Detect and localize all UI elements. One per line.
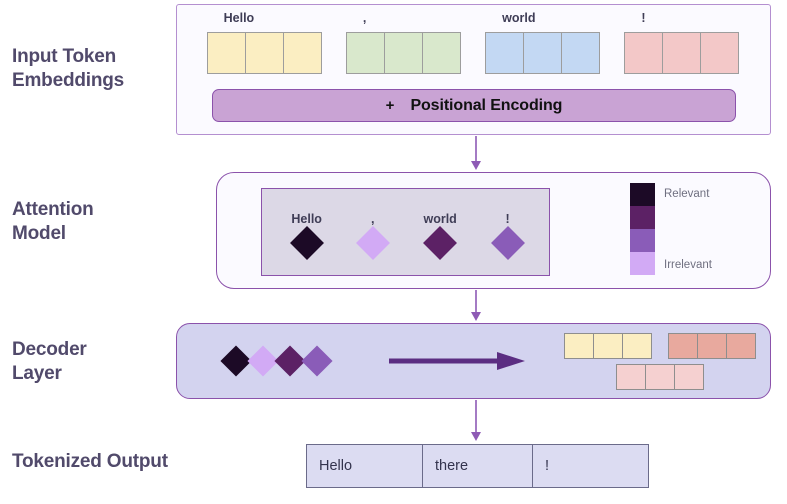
decoder-diamond-row xyxy=(220,345,333,377)
row-label-decoder-layer: Decoder Layer xyxy=(12,338,172,386)
decoder-output-cell xyxy=(564,333,594,359)
input-embedding-cells xyxy=(624,32,740,74)
legend-swatch xyxy=(630,229,655,252)
legend-label-irrelevant: Irrelevant xyxy=(664,259,712,271)
connector-arrow-decoder-to-output xyxy=(471,400,481,441)
decoder-layer-panel xyxy=(176,323,771,399)
input-token-group: , xyxy=(345,11,461,74)
attention-token-box: Hello , world ! xyxy=(261,188,550,276)
legend-swatch-column xyxy=(630,183,655,281)
embedding-cell xyxy=(485,32,525,74)
decoder-right-arrow-icon xyxy=(389,352,525,370)
embedding-cell xyxy=(662,32,702,74)
embedding-cell xyxy=(700,32,740,74)
attention-diamond-icon xyxy=(423,225,458,260)
attention-model-panel: Hello , world ! Relevant xyxy=(216,172,771,289)
input-token-group: Hello xyxy=(206,11,322,74)
decoder-diamond-icon xyxy=(301,345,333,377)
row-label-input-line2: Embeddings xyxy=(12,69,125,91)
positional-encoding-label: Positional Encoding xyxy=(410,96,563,114)
decoder-output-cell xyxy=(726,333,756,359)
decoder-output-cell xyxy=(622,333,652,359)
decoder-output-block xyxy=(616,364,704,390)
output-token-cell: ! xyxy=(545,458,550,474)
decoder-output-block xyxy=(564,333,652,359)
legend-label-relevant: Relevant xyxy=(664,188,710,200)
plus-icon: + xyxy=(385,97,395,114)
row-label-input-line1: Input Token xyxy=(12,46,117,67)
embedding-cell xyxy=(345,32,385,74)
tokenized-output-table: Hello there ! xyxy=(306,444,649,488)
decoder-output-cell xyxy=(616,364,646,390)
input-embedding-cells xyxy=(345,32,461,74)
decoder-output-cell xyxy=(593,333,623,359)
input-token-row: Hello , world ! xyxy=(177,11,770,83)
row-label-attention-model: Attention Model xyxy=(12,198,172,246)
legend-swatch xyxy=(630,252,655,275)
input-embedding-cells xyxy=(485,32,601,74)
attention-token: , xyxy=(355,211,390,260)
decoder-output-blocks xyxy=(559,331,765,393)
legend-swatch xyxy=(630,206,655,229)
attention-token-word: , xyxy=(370,211,375,226)
row-label-tokenized-output: Tokenized Output xyxy=(12,451,168,472)
input-token-word: ! xyxy=(641,11,646,25)
row-label-input-token-embeddings: Input Token Embeddings xyxy=(12,45,172,93)
output-token-cell: Hello xyxy=(307,445,423,487)
embedding-cell xyxy=(244,32,284,74)
input-token-embeddings-panel: Hello , world ! xyxy=(176,4,771,135)
attention-token-row: Hello , world ! xyxy=(262,189,549,275)
decoder-output-cell xyxy=(668,333,698,359)
connector-arrow-attention-to-decoder xyxy=(471,290,481,321)
decoder-output-cell xyxy=(645,364,675,390)
row-label-decoder-line1: Decoder xyxy=(12,339,87,360)
attention-token: ! xyxy=(490,211,525,260)
legend-swatch xyxy=(630,183,655,206)
input-token-word: Hello xyxy=(223,11,255,25)
legend-label-column: Relevant Irrelevant xyxy=(664,183,744,275)
output-token-cell: there xyxy=(423,445,533,487)
embedding-cell xyxy=(421,32,461,74)
attention-diamond-icon xyxy=(490,225,525,260)
attention-relevance-legend: Relevant Irrelevant xyxy=(630,183,744,281)
attention-diamond-icon xyxy=(289,225,324,260)
embedding-cell xyxy=(624,32,664,74)
embedding-cell xyxy=(282,32,322,74)
input-token-word: world xyxy=(502,11,536,25)
row-label-attention-line1: Attention xyxy=(12,199,94,220)
embedding-cell xyxy=(561,32,601,74)
input-embedding-cells xyxy=(206,32,322,74)
attention-token-word: ! xyxy=(505,211,510,226)
embedding-cell xyxy=(383,32,423,74)
input-token-word: , xyxy=(362,11,367,25)
positional-encoding-bar: + Positional Encoding xyxy=(212,89,736,122)
row-label-attention-line2: Model xyxy=(12,222,66,244)
attention-diamond-icon xyxy=(355,225,390,260)
input-token-group: ! xyxy=(624,11,740,74)
embedding-cell xyxy=(206,32,246,74)
embedding-cell xyxy=(523,32,563,74)
decoder-output-cell xyxy=(674,364,704,390)
attention-token: Hello xyxy=(289,211,324,260)
attention-token-word: world xyxy=(423,211,457,226)
input-token-group: world xyxy=(485,11,601,74)
attention-token-word: Hello xyxy=(291,211,322,226)
decoder-output-cell xyxy=(697,333,727,359)
attention-token: world xyxy=(423,211,458,260)
decoder-output-block xyxy=(668,333,756,359)
row-label-decoder-line2: Layer xyxy=(12,362,62,384)
connector-arrow-input-to-attention xyxy=(471,136,481,170)
